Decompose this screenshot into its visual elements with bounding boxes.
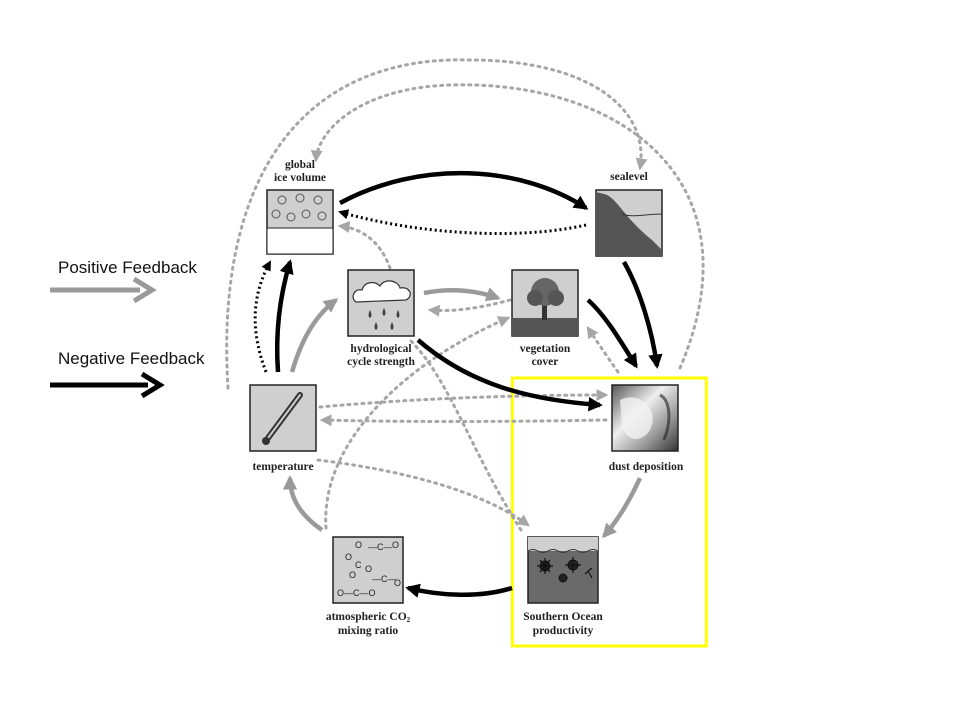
arc-dust-to-vegetation [586,326,620,374]
svg-text:C: C [355,560,362,570]
svg-text:—C—: —C— [372,574,397,584]
node-dust: dust deposition [609,384,684,473]
legend-positive-arrow [50,276,157,304]
node-sealevel: sealevel [595,171,663,257]
node-vegetation: vegetation cover [511,269,579,368]
label-ocean-line1: Southern Ocean [523,611,603,623]
label-hydro-line1: hydrological [350,343,411,355]
node-temperature: temperature [249,384,317,473]
label-dust: dust deposition [609,461,684,473]
arc-dust-to-temperature [319,414,608,427]
arc-vegetation-to-hydro [427,298,512,317]
svg-text:—C—: —C— [368,542,393,552]
arrow-sealevel-to-ice [338,209,587,236]
svg-text:O: O [392,540,399,550]
arrow-ice-to-sealevel [338,170,589,210]
label-vegetation-line2: cover [532,356,559,368]
arc-hydro-to-ice [337,220,392,270]
co2-molecule-icon: O—C—O OCO O—C—O O—C—O [337,540,401,598]
arrow-hydro-to-vegetation [423,287,501,302]
arrow-vegetation-to-dust [586,298,638,369]
svg-text:O: O [355,540,362,550]
arrow-sealevel-to-dust [622,260,663,369]
label-ice-line1: global [285,159,315,171]
legend-negative-label: Negative Feedback [58,349,205,368]
sea-shore-icon [596,192,662,256]
svg-text:O: O [394,578,401,588]
thermometer-icon [262,392,303,445]
svg-text:O: O [365,564,372,574]
node-ocean: Southern Ocean productivity [523,536,603,637]
plankton-icon [537,557,593,583]
snowflake-icon [271,193,327,222]
arrow-temperature-to-ice-dotted [253,260,272,373]
arc-temperature-to-sealevel [225,58,648,390]
arrow-temperature-to-hydro [289,298,339,373]
arrow-ocean-to-co2 [405,583,513,598]
highlight-box [510,376,708,648]
arrow-temperature-to-ice [274,259,294,373]
arrow-dust-to-ocean [602,477,643,539]
label-sealevel: sealevel [610,171,648,183]
legend-negative-arrow [50,371,165,399]
arc-temperature-to-dust [318,389,609,409]
label-vegetation-line1: vegetation [520,343,571,355]
node-co2: O—C—O OCO O—C—O O—C—O atmospheric CO2 mi… [326,536,411,637]
label-co2-text: atmospheric CO [326,611,407,623]
label-co2-subscript: 2 [407,616,411,624]
label-ice-line2: ice volume [274,172,326,184]
label-temperature: temperature [252,461,313,473]
arrow-hydro-to-dust [416,338,603,412]
satellite-dust-icon [620,393,671,441]
label-co2-line2: mixing ratio [338,625,399,637]
legend-positive-label: Positive Feedback [58,258,197,277]
svg-text:O: O [345,552,352,562]
svg-text:O—C—O: O—C—O [337,588,376,598]
arc-temperature-to-ocean [316,458,530,527]
svg-text:O: O [349,570,356,580]
node-ice-volume: global ice volume [266,159,334,255]
arc-co2-to-vegetation [324,316,511,530]
arc-ocean-to-hydro [408,338,523,532]
arc-dust-to-ice [310,83,705,370]
node-hydrological: hydrological cycle strength [347,269,416,368]
arrow-co2-to-temperature [282,475,324,532]
label-ocean-line2: productivity [533,625,594,637]
label-hydro-line2: cycle strength [347,356,415,368]
tree-icon [527,278,564,320]
rain-cloud-icon [352,280,411,330]
label-co2-line1: atmospheric CO2 [326,611,411,624]
